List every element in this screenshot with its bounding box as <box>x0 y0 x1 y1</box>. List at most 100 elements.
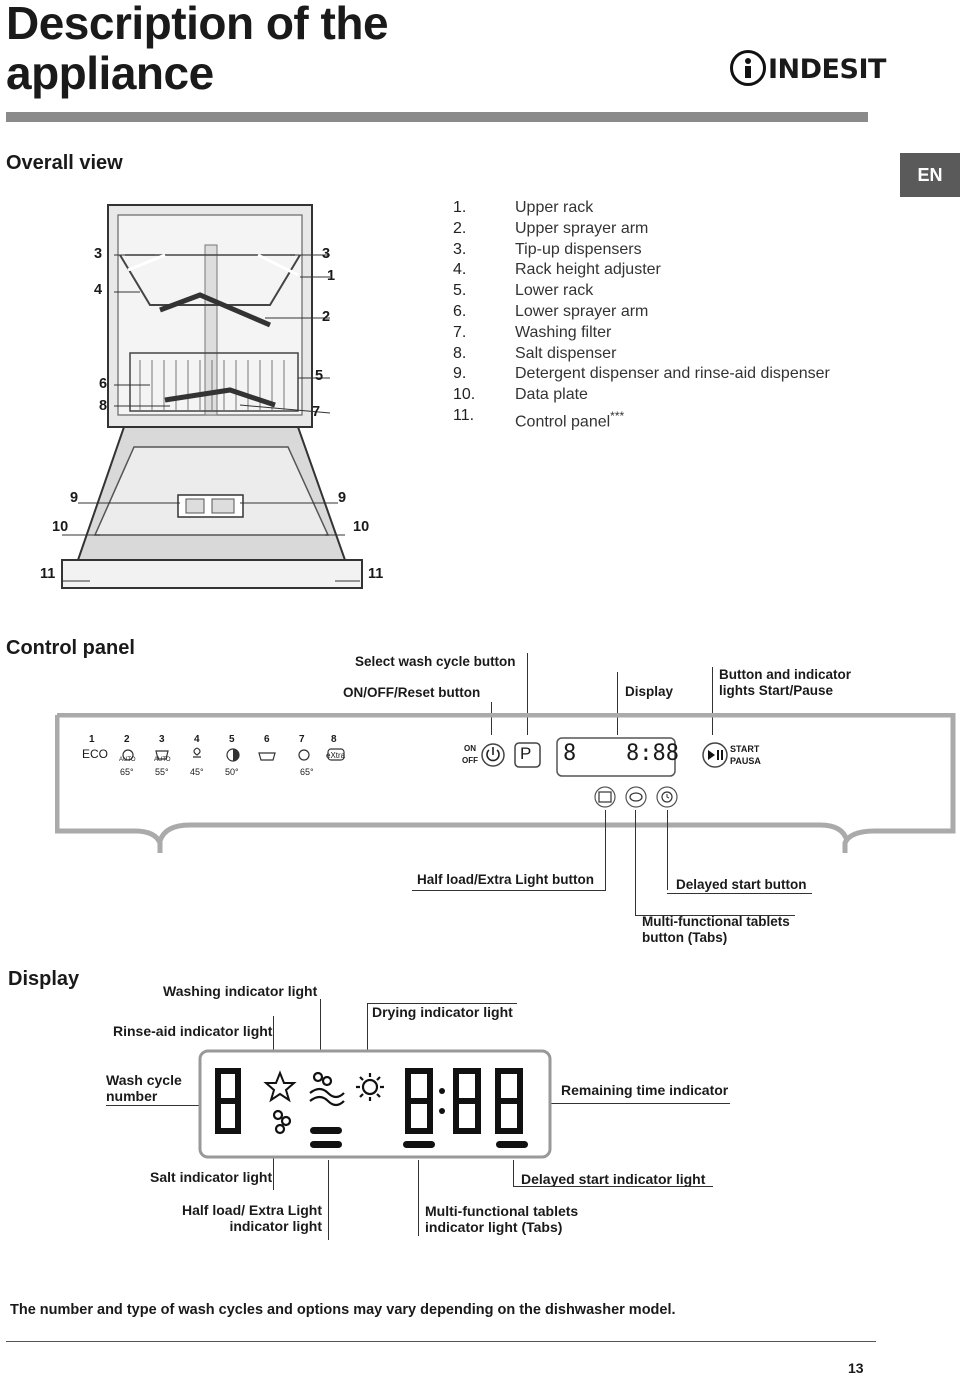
list-item: 11.Control panel*** <box>453 406 625 431</box>
cycle-number: 1 <box>89 734 95 745</box>
list-item: 4.Rack height adjuster <box>453 261 661 279</box>
language-tab[interactable]: EN <box>900 153 960 197</box>
page-title: Description of the appliance <box>6 0 389 99</box>
eco-label: ECO <box>82 747 109 761</box>
pausa-label: PAUSA <box>730 756 761 766</box>
auto-label-2: AUTO <box>154 757 171 763</box>
extra-label: eXtra <box>326 751 346 760</box>
leader-line <box>712 667 713 735</box>
drying-indicator-label: Drying indicator light <box>372 1004 513 1020</box>
cycle-number: 3 <box>159 734 165 745</box>
callout-7: 7 <box>312 404 321 420</box>
wash-cycle-number-label: Wash cycle number <box>106 1072 182 1104</box>
leader-line <box>527 653 528 735</box>
remaining-time-label: Remaining time indicator <box>561 1082 729 1098</box>
callout-2: 2 <box>322 309 331 325</box>
temp-label: 50° <box>225 767 239 777</box>
delayed-start-label: Delayed start button <box>676 877 807 892</box>
half-load-indicator-label: Half load/ Extra Light indicator light <box>182 1202 323 1234</box>
callout-10-left: 10 <box>52 519 69 535</box>
callout-5: 5 <box>315 368 324 384</box>
cycle-number: 8 <box>331 734 337 745</box>
half-load-label: Half load/Extra Light button <box>417 872 594 887</box>
leader-line <box>667 893 812 894</box>
cycle-number: 2 <box>124 734 130 745</box>
callout-6: 6 <box>99 376 108 392</box>
control-panel-heading: Control panel <box>6 637 135 659</box>
brand-logo: INDESIT <box>728 50 886 90</box>
auto-label-1: AUTO <box>119 757 136 763</box>
list-item: 3.Tip-up dispensers <box>453 240 642 258</box>
cycle-number: 5 <box>229 734 235 745</box>
list-item: 7.Washing filter <box>453 323 612 341</box>
leader-line <box>106 1105 210 1106</box>
on-label: ON <box>464 744 476 753</box>
salt-indicator-label: Salt indicator light <box>150 1169 273 1185</box>
off-label: OFF <box>462 756 478 765</box>
leader-line <box>418 1160 419 1236</box>
leader-line <box>635 810 636 915</box>
list-item: 10.Data plate <box>453 386 588 404</box>
callout-8: 8 <box>99 398 108 414</box>
brand-name: INDESIT <box>768 54 886 85</box>
leader-line <box>273 1016 274 1071</box>
leader-line <box>513 1160 514 1186</box>
program-button[interactable]: P <box>520 744 532 763</box>
list-item: 5.Lower rack <box>453 282 594 300</box>
leader-line <box>367 1003 517 1004</box>
dishwasher-illustration <box>61 204 363 589</box>
start-label: START <box>730 744 760 754</box>
callout-11-right: 11 <box>368 566 384 582</box>
panel-display-time: 8:88 <box>626 741 679 766</box>
list-item: 2.Upper sprayer arm <box>453 219 649 237</box>
cycle-number: 7 <box>299 734 305 745</box>
list-item: 1.Upper rack <box>453 199 594 216</box>
parts-list: 1.Upper rack 2.Upper sprayer arm 3.Tip-u… <box>453 198 830 433</box>
callout-10-right: 10 <box>353 519 370 535</box>
callout-4: 4 <box>94 282 103 298</box>
title-line-1: Description of the <box>6 0 389 49</box>
cycle-number: 6 <box>264 734 270 745</box>
temp-label: 65° <box>120 767 134 777</box>
temp-label: 65° <box>300 767 314 777</box>
leader-line <box>367 1003 368 1069</box>
leader-line <box>617 672 618 735</box>
leader-line <box>491 702 492 735</box>
list-item: 9.Detergent dispenser and rinse-aid disp… <box>453 365 830 383</box>
leader-line <box>320 999 321 1069</box>
leader-line <box>635 915 795 916</box>
leader-line <box>412 890 606 891</box>
leader-line <box>273 1140 274 1190</box>
list-item: 8.Salt dispenser <box>453 344 617 362</box>
start-pause-label: Button and indicator lights Start/Pause <box>719 667 851 698</box>
footer-note: The number and type of wash cycles and o… <box>10 1302 676 1318</box>
control-panel-illustration <box>55 713 956 853</box>
callout-3-right: 3 <box>322 246 331 262</box>
footer-divider <box>6 1341 876 1342</box>
leader-line <box>605 810 606 890</box>
tabs-indicator-label: Multi-functional tablets indicator light… <box>425 1203 579 1235</box>
delayed-start-indicator-label: Delayed start indicator light <box>521 1171 706 1187</box>
leader-line <box>513 1186 713 1187</box>
display-label: Display <box>625 684 674 699</box>
callout-1: 1 <box>327 268 336 284</box>
panel-display-digit: 8 <box>563 741 577 766</box>
page-number: 13 <box>848 1360 864 1376</box>
title-line-2: appliance <box>6 47 214 99</box>
washing-indicator-label: Washing indicator light <box>163 983 318 999</box>
indesit-logo-icon <box>730 50 766 86</box>
display-heading: Display <box>8 968 80 990</box>
leader-line <box>667 810 668 890</box>
temp-label: 45° <box>190 767 204 777</box>
select-wash-cycle-label: Select wash cycle button <box>355 654 516 669</box>
leader-line <box>328 1160 329 1240</box>
tabs-button-label: Multi-functional tablets button (Tabs) <box>642 914 790 945</box>
list-item: 6.Lower sprayer arm <box>453 302 649 320</box>
temp-label: 55° <box>155 767 169 777</box>
leader-line <box>540 1103 730 1104</box>
callout-9-left: 9 <box>70 490 79 506</box>
display-illustration <box>198 1049 552 1159</box>
overall-view-heading: Overall view <box>6 152 123 174</box>
callout-3-left: 3 <box>94 246 103 262</box>
on-off-reset-label: ON/OFF/Reset button <box>343 685 481 700</box>
